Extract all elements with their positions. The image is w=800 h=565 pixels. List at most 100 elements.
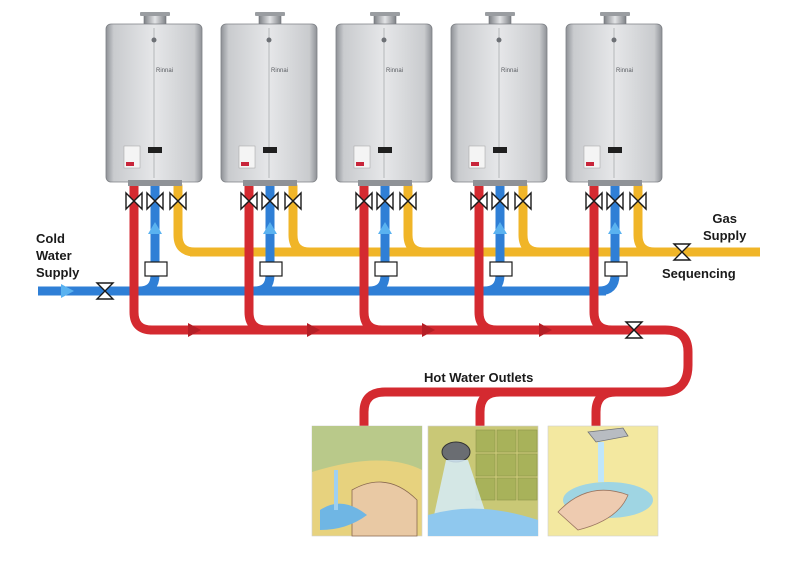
heater-screw <box>266 37 272 43</box>
flow-sensor-box <box>489 261 513 277</box>
cold-supply-arrow <box>61 284 74 298</box>
cold-water-supply-line-1: Cold <box>36 231 65 246</box>
cold-isolation-valve <box>606 191 624 211</box>
wall-tile <box>496 453 517 477</box>
gas-branch-pipe <box>633 181 660 257</box>
heater-label-mark <box>241 162 249 166</box>
hands <box>557 489 629 531</box>
cold-flow-arrow-up <box>378 222 392 234</box>
hot-main-pipe <box>150 325 693 428</box>
shower-water <box>428 508 538 536</box>
heater-brand-text: Rinnai <box>271 68 288 74</box>
heater-display <box>263 147 277 153</box>
gas-supply-label: Gas Supply <box>703 210 746 244</box>
hot-outlet-valve <box>624 321 644 339</box>
heater-flue-cap <box>485 12 515 16</box>
water-heater-unit: Rinnai <box>105 12 203 186</box>
heater-connector-plate <box>128 180 182 186</box>
wall-tile <box>475 453 496 477</box>
heater-brand-text: Rinnai <box>156 68 173 74</box>
hot-flow-arrow <box>307 323 320 337</box>
cold-water-supply-line-2: Water <box>36 248 72 263</box>
tile-wall <box>312 426 422 472</box>
wall-tile <box>496 477 517 501</box>
hot-flow-arrow <box>422 323 435 337</box>
heater-connector-plate <box>243 180 297 186</box>
valve-shape <box>470 191 488 211</box>
hot-isolation-valve <box>355 191 373 211</box>
heater-flue-cap <box>255 12 285 16</box>
wall-tile <box>517 453 538 477</box>
cold-isolation-valve <box>491 191 509 211</box>
hot-flow-arrow <box>539 323 552 337</box>
hot-water-outlets <box>311 425 659 537</box>
cold-isolation-valve <box>261 191 279 211</box>
hot-outlet-branch-pipe <box>475 387 501 428</box>
faucet-stream <box>598 442 604 482</box>
heater-brand-text: Rinnai <box>501 68 518 74</box>
hot-flow-arrow <box>188 323 201 337</box>
arm <box>351 481 418 537</box>
flow-sensor-box <box>374 261 398 277</box>
gas-branch-pipe <box>403 181 430 257</box>
valve-shape <box>514 191 532 211</box>
flow-arrows <box>61 222 622 337</box>
cold-flow-arrow-up <box>608 222 622 234</box>
heater-screw <box>611 37 617 43</box>
heater-brand-text: Rinnai <box>386 68 403 74</box>
valve-shape <box>606 191 624 211</box>
gas-isolation-valve <box>629 191 647 211</box>
valve-shape <box>261 191 279 211</box>
outlet-shower-head <box>427 425 539 537</box>
cold-supply-valve <box>95 282 115 300</box>
wall-tile <box>496 429 517 453</box>
heater-screw <box>381 37 387 43</box>
valves <box>95 191 692 339</box>
hot-water-pipes <box>129 186 693 428</box>
heater-display <box>148 147 162 153</box>
outlet-bathtub-filling <box>311 425 423 537</box>
shower-spray <box>433 460 488 520</box>
water-heater-unit: Rinnai <box>220 12 318 186</box>
heater-connector-plate <box>588 180 642 186</box>
flow-sensor-box <box>604 261 628 277</box>
gas-branch-pipe <box>173 181 200 257</box>
heater-connector-plate <box>473 180 527 186</box>
wall-tile <box>517 429 538 453</box>
cold-flow-arrow-up <box>148 222 162 234</box>
valve-shape <box>125 191 143 211</box>
bath-water <box>320 503 367 530</box>
heater-display <box>608 147 622 153</box>
heater-flue-cap <box>370 12 400 16</box>
flow-sensor-box <box>259 261 283 277</box>
heaters: Rinnai Rinnai Rinnai Rinnai Rinnai <box>105 12 663 186</box>
heater-screw <box>151 37 157 43</box>
wall-tile <box>475 429 496 453</box>
valve-shape <box>585 191 603 211</box>
cold-isolation-valve <box>376 191 394 211</box>
cold-water-supply-label: Cold Water Supply <box>36 230 79 281</box>
gas-branch-pipe <box>288 181 315 257</box>
hot-isolation-valve <box>125 191 143 211</box>
valve-shape <box>629 191 647 211</box>
heater-screw <box>496 37 502 43</box>
cold-isolation-valve <box>146 191 164 211</box>
valve-shape <box>399 191 417 211</box>
heater-flue-cap <box>140 12 170 16</box>
wall-tile <box>517 477 538 501</box>
heater-label-mark <box>586 162 594 166</box>
valve-shape <box>624 321 644 339</box>
faucet <box>587 427 629 443</box>
water-heater-unit: Rinnai <box>335 12 433 186</box>
hot-water-outlets-label: Hot Water Outlets <box>424 370 534 385</box>
heater-label-mark <box>126 162 134 166</box>
heater-brand-text: Rinnai <box>616 68 633 74</box>
heater-display <box>378 147 392 153</box>
valve-shape <box>672 243 692 261</box>
hot-isolation-valve <box>470 191 488 211</box>
gas-isolation-valve <box>169 191 187 211</box>
gas-supply-line-1: Gas <box>712 211 737 226</box>
gas-isolation-valve <box>399 191 417 211</box>
valve-shape <box>376 191 394 211</box>
